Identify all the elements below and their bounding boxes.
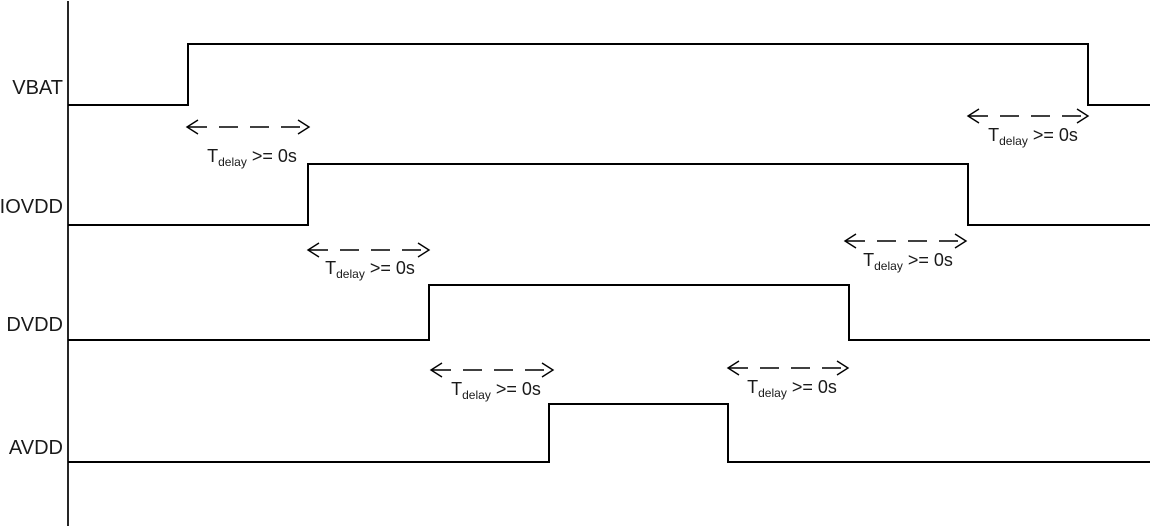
delay-rise-vbat-iovdd-arrowhead-right-icon — [297, 119, 311, 135]
delay-rise-dvdd-avdd-arrowhead-right-icon — [541, 362, 555, 378]
delay-fall-avdd-dvdd-label: Tdelay >= 0s — [747, 377, 837, 400]
delay-rise-iovdd-dvdd-label: Tdelay >= 0s — [325, 258, 415, 281]
delay-fall-dvdd-iovdd-arrowhead-right-icon — [954, 233, 968, 249]
signal-label-vbat: VBAT — [12, 77, 63, 99]
delay-fall-avdd-dvdd-arrowhead-right-icon — [836, 360, 850, 376]
delay-fall-dvdd-iovdd-arrowhead-left-icon — [843, 233, 857, 249]
signal-waveform-vbat — [68, 43, 1150, 106]
delay-fall-iovdd-vbat-arrowhead-left-icon — [966, 108, 980, 124]
delay-rise-vbat-iovdd-arrowhead-left-icon — [185, 119, 199, 135]
delay-rise-iovdd-dvdd-arrowhead-left-icon — [306, 242, 320, 258]
signal-label-avdd: AVDD — [9, 437, 63, 459]
delay-fall-avdd-dvdd-arrowhead-left-icon — [726, 360, 740, 376]
delay-fall-iovdd-vbat-arrowhead-right-icon — [1076, 108, 1090, 124]
signal-waveform-iovdd — [68, 163, 1150, 226]
delay-rise-dvdd-avdd-label: Tdelay >= 0s — [451, 379, 541, 402]
delay-fall-iovdd-vbat-label: Tdelay >= 0s — [988, 125, 1078, 148]
signal-waveform-dvdd — [68, 284, 1150, 341]
delay-fall-dvdd-iovdd-label: Tdelay >= 0s — [863, 250, 953, 273]
delay-rise-vbat-iovdd-label: Tdelay >= 0s — [207, 146, 297, 169]
signal-label-iovdd: IOVDD — [0, 196, 63, 218]
signal-label-dvdd: DVDD — [6, 314, 63, 336]
signal-waveform-avdd — [68, 403, 1150, 463]
delay-rise-dvdd-avdd-arrowhead-left-icon — [429, 362, 443, 378]
delay-rise-iovdd-dvdd-arrowhead-right-icon — [417, 242, 431, 258]
